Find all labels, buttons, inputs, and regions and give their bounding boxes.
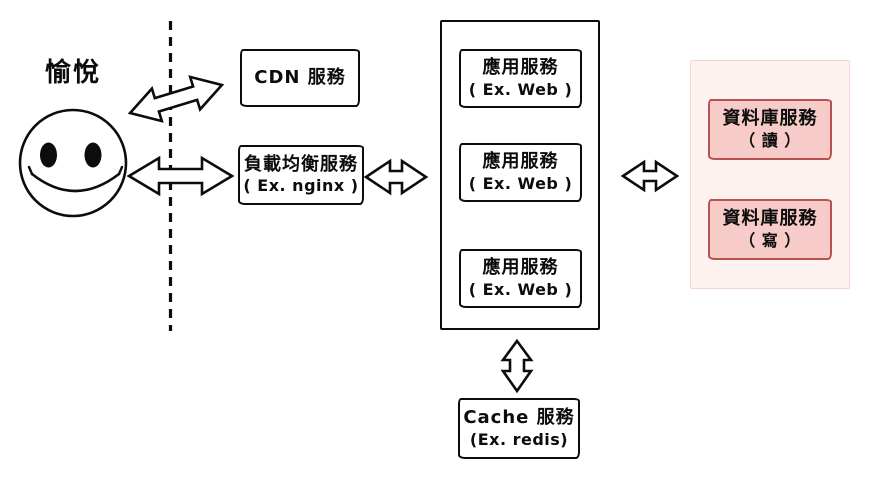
database-write-subtitle: （ 寫 ） bbox=[739, 230, 801, 250]
cache-service-subtitle: (Ex. redis) bbox=[469, 429, 569, 449]
app-service-subtitle: ( Ex. Web ) bbox=[468, 279, 573, 299]
database-read-title: 資料庫服務 bbox=[722, 108, 818, 130]
app-service-title: 應用服務 bbox=[482, 57, 559, 79]
app-service-box-2: 應用服務 ( Ex. Web ) bbox=[459, 143, 582, 202]
load-balancer-box: 負載均衡服務 ( Ex. nginx ) bbox=[238, 145, 364, 205]
load-balancer-title: 負載均衡服務 bbox=[244, 153, 358, 175]
arrow-user-loadbalancer-icon bbox=[127, 154, 234, 198]
database-write-title: 資料庫服務 bbox=[722, 208, 818, 230]
app-service-subtitle: ( Ex. Web ) bbox=[468, 79, 573, 99]
app-service-title: 應用服務 bbox=[482, 151, 559, 173]
cdn-service-box: CDN 服務 bbox=[240, 49, 360, 107]
arrow-loadbalancer-apps-icon bbox=[364, 155, 428, 199]
load-balancer-subtitle: ( Ex. nginx ) bbox=[243, 176, 359, 196]
app-service-box-3: 應用服務 ( Ex. Web ) bbox=[459, 249, 582, 308]
arrow-apps-cache-icon bbox=[500, 339, 534, 393]
database-read-subtitle: （ 讀 ） bbox=[739, 130, 801, 150]
cache-service-title: Cache 服務 bbox=[463, 407, 575, 429]
arrow-user-cdn-icon bbox=[122, 63, 230, 134]
arrow-apps-database-icon bbox=[621, 157, 679, 195]
cache-service-box: Cache 服務 (Ex. redis) bbox=[458, 398, 580, 459]
database-write-box: 資料庫服務 （ 寫 ） bbox=[708, 199, 832, 260]
app-service-title: 應用服務 bbox=[482, 257, 559, 279]
database-read-box: 資料庫服務 （ 讀 ） bbox=[708, 99, 832, 160]
cdn-service-title: CDN 服務 bbox=[254, 67, 346, 89]
app-service-subtitle: ( Ex. Web ) bbox=[468, 173, 573, 193]
user-label: 愉悅 bbox=[44, 58, 101, 88]
app-service-box-1: 應用服務 ( Ex. Web ) bbox=[459, 49, 582, 108]
smiley-face-icon bbox=[17, 107, 131, 221]
boundary-dashed-line-icon bbox=[167, 18, 174, 334]
